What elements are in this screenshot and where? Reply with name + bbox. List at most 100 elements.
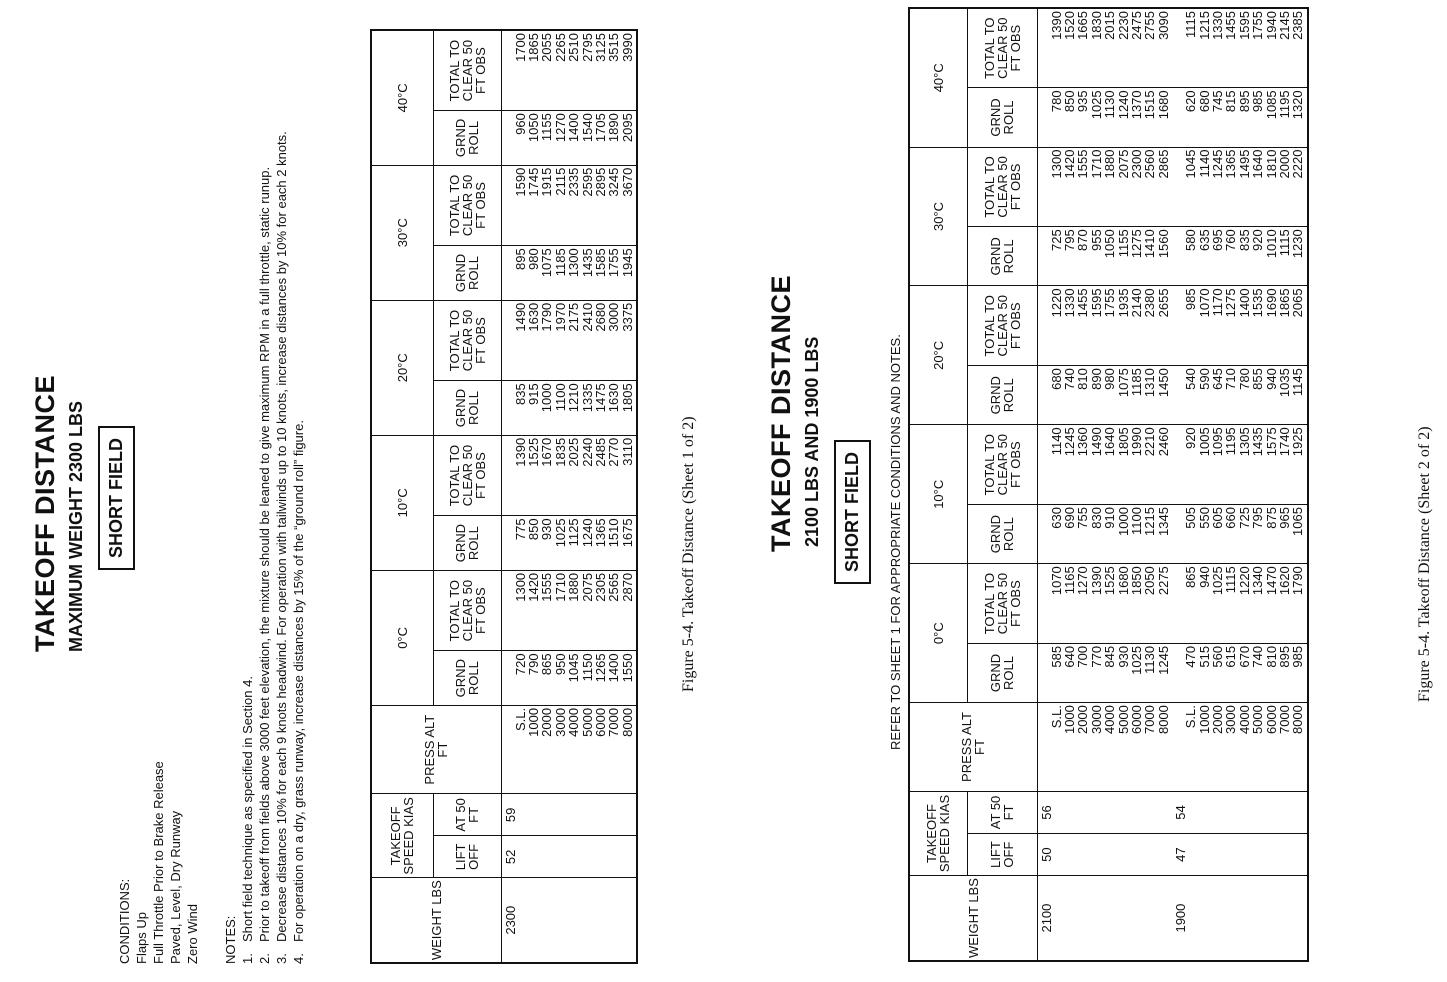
- distance-cell: 2385: [1290, 11, 1306, 40]
- header-total-50ft: TOTAL TO CLEAR 50 FT OBS: [967, 8, 1037, 88]
- distance-cell: 1345: [1155, 507, 1171, 536]
- distance-cell: 1710: [552, 572, 568, 602]
- distance-cell: 2115: [552, 167, 568, 196]
- distance-cell: 2210: [1142, 427, 1158, 457]
- distance-cell: 1560: [1155, 229, 1171, 259]
- distance-cell: 1125: [566, 518, 582, 547]
- distance-cell: 1755: [606, 248, 622, 278]
- distance-cell: 1755: [1250, 11, 1266, 40]
- distance-cell: 690: [1061, 507, 1077, 529]
- press-alt-cell: 2000: [1075, 705, 1091, 735]
- distance-cell: 2230: [1115, 11, 1131, 40]
- header-press-alt: PRESS ALT FT: [371, 705, 501, 794]
- distance-cell: 1640: [1102, 427, 1118, 457]
- distance-cell: 960: [512, 113, 528, 135]
- distance-cell: 1365: [592, 518, 608, 548]
- press-alt-cell: S.L.: [1183, 705, 1199, 729]
- distance-cell: 640: [1061, 645, 1077, 668]
- distance-cell: 910: [1102, 507, 1118, 529]
- note-item: 2.Prior to takeoff from fields above 300…: [257, 166, 272, 964]
- weight-cell: 1900: [1173, 903, 1189, 933]
- press-alt-cell: 5000: [579, 707, 595, 737]
- distance-cell: 1575: [1263, 427, 1279, 457]
- distance-cell: 2300: [1128, 149, 1144, 179]
- press-alt-cell: 6000: [1128, 705, 1144, 735]
- distance-cell: 1970: [552, 302, 568, 332]
- header-lift-off: LIFT OFF: [433, 835, 501, 878]
- press-alt-cell: 8000: [619, 707, 635, 737]
- distance-cell: 680: [1048, 368, 1064, 390]
- press-alt-cell: 1000: [525, 707, 541, 737]
- distance-cell: 1140: [1196, 149, 1212, 178]
- header-at-50ft: AT 50 FT: [967, 791, 1037, 834]
- header-total-50ft: TOTAL TO CLEAR 50 FT OBS: [967, 285, 1037, 366]
- distance-cell: 1340: [1250, 566, 1266, 596]
- press-alt-cell: 1000: [1061, 705, 1077, 735]
- distance-cell: 2000: [1277, 149, 1292, 179]
- distance-cell: 1065: [1290, 507, 1306, 536]
- header-takeoff-speed: TAKEOFF SPEED KIAS: [371, 793, 433, 878]
- distance-cell: 2485: [592, 437, 608, 467]
- distance-cell: 790: [525, 653, 541, 676]
- distance-cell: 2140: [1128, 288, 1144, 318]
- distance-cell: 2560: [1142, 149, 1158, 179]
- distance-cell: 580: [1183, 229, 1199, 251]
- distance-cell: 1165: [1061, 566, 1077, 595]
- distance-cell: 550: [1196, 507, 1212, 529]
- distance-cell: 745: [1209, 90, 1225, 113]
- distance-cell: 515: [1196, 645, 1212, 668]
- field-type-box: SHORT FIELD: [834, 440, 871, 584]
- distance-cell: 980: [1102, 368, 1118, 390]
- distance-cell: 1085: [1263, 90, 1279, 120]
- distance-cell: 1515: [1142, 90, 1158, 120]
- distance-cell: 965: [1277, 507, 1292, 529]
- distance-cell: 1585: [592, 248, 608, 278]
- distance-cell: 1435: [579, 248, 595, 278]
- header-grnd-roll: GRND ROLL: [433, 110, 501, 166]
- header-total-50ft: TOTAL TO CLEAR 50 FT OBS: [967, 563, 1037, 644]
- distance-cell: 740: [1250, 645, 1266, 668]
- distance-cell: 1890: [606, 113, 622, 143]
- distance-cell: 1300: [566, 248, 582, 278]
- distance-cell: 1740: [1277, 427, 1292, 457]
- distance-cell: 1050: [1102, 229, 1118, 259]
- distance-cell: 865: [539, 653, 555, 676]
- condition-item: Full Throttle Prior to Brake Release: [151, 761, 166, 964]
- distance-cell: 1620: [1277, 566, 1292, 596]
- distance-cell: 630: [1048, 507, 1064, 529]
- distance-cell: 1300: [512, 572, 528, 602]
- distance-cell: 700: [1075, 645, 1091, 668]
- distance-cell: 1420: [525, 572, 541, 602]
- distance-cell: 940: [1196, 566, 1212, 588]
- distance-cell: 2050: [1142, 566, 1158, 596]
- press-alt-cell: 8000: [1290, 705, 1306, 735]
- distance-cell: 1150: [579, 653, 595, 682]
- distance-cell: 795: [1250, 507, 1266, 529]
- distance-cell: 815: [1223, 90, 1239, 113]
- press-alt-cell: 2000: [539, 707, 555, 737]
- at50-speed-cell: 56: [1038, 805, 1054, 820]
- distance-cell: 720: [512, 653, 528, 676]
- press-alt-cell: 3000: [1088, 705, 1104, 735]
- distance-cell: 985: [1290, 645, 1306, 668]
- distance-cell: 1100: [552, 383, 568, 412]
- distance-cell: 1420: [1061, 149, 1077, 179]
- distance-cell: 605: [1209, 507, 1225, 529]
- distance-cell: 615: [1223, 645, 1239, 668]
- distance-cell: 1510: [606, 518, 622, 548]
- distance-cell: 1400: [606, 653, 622, 683]
- header-lift-off: LIFT OFF: [967, 833, 1037, 876]
- conditions-block: CONDITIONS: Flaps Up Full Throttle Prior…: [116, 644, 201, 964]
- distance-cell: 1390: [1048, 11, 1064, 40]
- distance-cell: 1595: [1088, 288, 1104, 318]
- distance-cell: 1050: [525, 113, 541, 143]
- distance-cell: 2795: [579, 33, 595, 62]
- distance-cell: 845: [1102, 645, 1118, 668]
- distance-cell: 725: [1048, 229, 1064, 251]
- distance-cell: 895: [512, 248, 528, 270]
- distance-cell: 1270: [552, 113, 568, 143]
- distance-cell: 895: [1277, 645, 1292, 668]
- distance-cell: 1880: [566, 572, 582, 602]
